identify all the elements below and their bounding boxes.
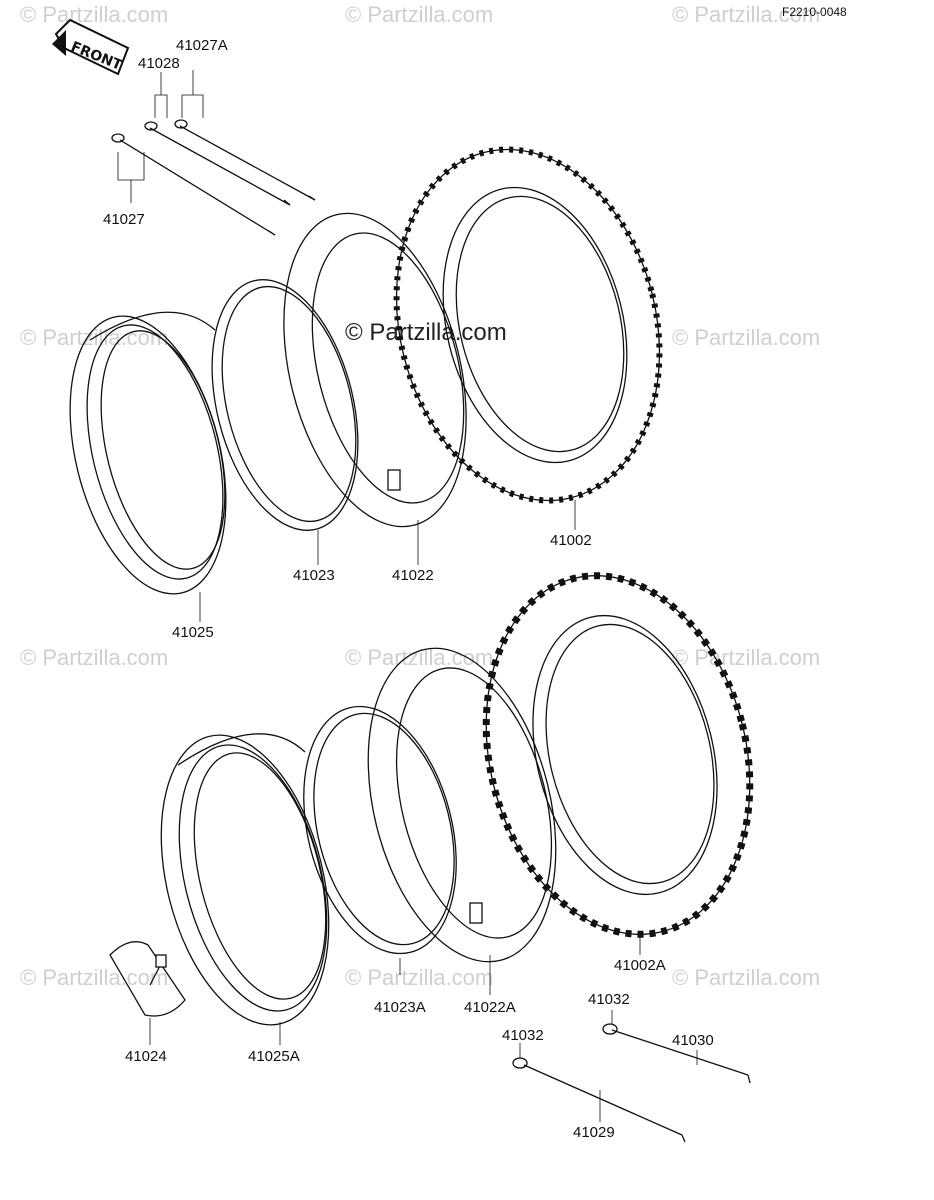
label-41022A: 41022A	[464, 999, 516, 1016]
rear-leaders	[279, 935, 641, 1045]
watermark: © Partzilla.com	[20, 965, 168, 990]
label-41023: 41023	[293, 567, 335, 584]
watermark: © Partzilla.com	[345, 645, 493, 670]
label-41032-lower: 41032	[502, 1027, 544, 1044]
label-41027: 41027	[103, 211, 145, 228]
label-41032-upper: 41032	[588, 991, 630, 1008]
watermark: © Partzilla.com	[672, 2, 820, 27]
part-labels: 41027A 41028 41027 41002 41023 41022 410…	[103, 37, 714, 1141]
watermark-center: © Partzilla.com	[345, 319, 507, 346]
rear-rim	[160, 733, 330, 1026]
rear-tube	[367, 647, 557, 963]
watermark: © Partzilla.com	[345, 2, 493, 27]
label-41025A: 41025A	[248, 1048, 300, 1065]
rear-spokes-group	[512, 1010, 751, 1143]
watermark: © Partzilla.com	[672, 325, 820, 350]
watermark: © Partzilla.com	[20, 645, 168, 670]
watermark: © Partzilla.com	[20, 2, 168, 27]
diagram-code: F2210-0048	[782, 5, 847, 19]
label-41022: 41022	[392, 567, 434, 584]
front-spokes-group	[111, 70, 316, 236]
label-41002A: 41002A	[614, 957, 666, 974]
front-tube	[283, 212, 467, 528]
label-41025: 41025	[172, 624, 214, 641]
label-41029: 41029	[573, 1124, 615, 1141]
front-tire	[393, 146, 663, 504]
rim-lock-part	[109, 941, 186, 1045]
watermark: © Partzilla.com	[672, 645, 820, 670]
rear-tire	[482, 572, 754, 938]
label-41030: 41030	[672, 1032, 714, 1049]
front-rim-band	[211, 279, 359, 531]
front-rim	[69, 311, 227, 595]
watermark: © Partzilla.com	[345, 965, 493, 990]
label-41002: 41002	[550, 532, 592, 549]
front-leaders	[199, 500, 576, 622]
rear-rim-band	[303, 705, 457, 955]
label-41024: 41024	[125, 1048, 167, 1065]
label-41027A: 41027A	[176, 37, 228, 54]
watermarks: © Partzilla.com © Partzilla.com © Partzi…	[20, 2, 820, 990]
front-arrow-icon: FRONT	[52, 18, 130, 76]
label-41028: 41028	[138, 55, 180, 72]
label-41023A: 41023A	[374, 999, 426, 1016]
watermark: © Partzilla.com	[672, 965, 820, 990]
